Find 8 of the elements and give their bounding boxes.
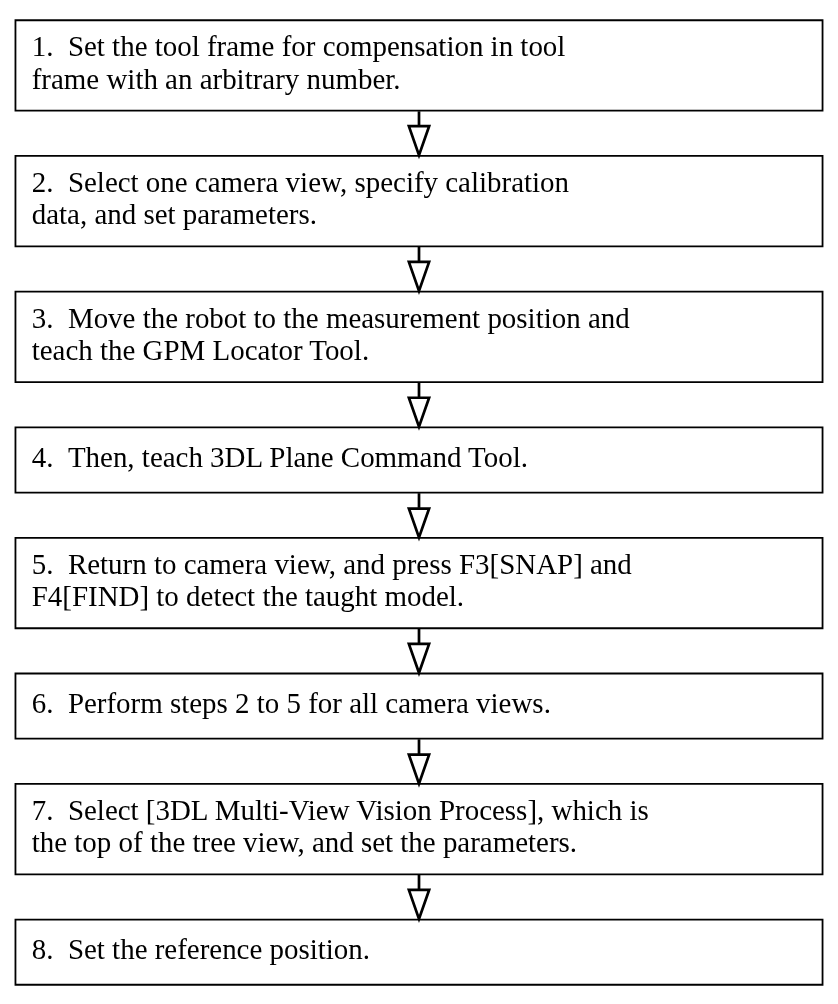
node-box: 8. Set the reference position. [14,918,824,986]
node-box: 7. Select [3DL Multi-View Vision Process], which is the top of the tree view, and set the parameters. [14,782,824,875]
node-box: 5. Return to camera view, and press F3[SNAP] and F4[FIND] to detect the taught model. [14,536,824,629]
node-box: 6. Perform steps 2 to 5 for all camera views. [14,672,824,740]
node-box: 3. Move the robot to the measurement position and teach the GPM Locator Tool. [14,290,824,383]
node-box: 2. Select one camera view, specify calibration data, and set parameters. [14,154,824,247]
node-box: 1. Set the tool frame for compensation in tool frame with an arbitrary number. [14,18,824,112]
node-box: 4. Then, teach 3DL Plane Command Tool. [14,426,824,493]
